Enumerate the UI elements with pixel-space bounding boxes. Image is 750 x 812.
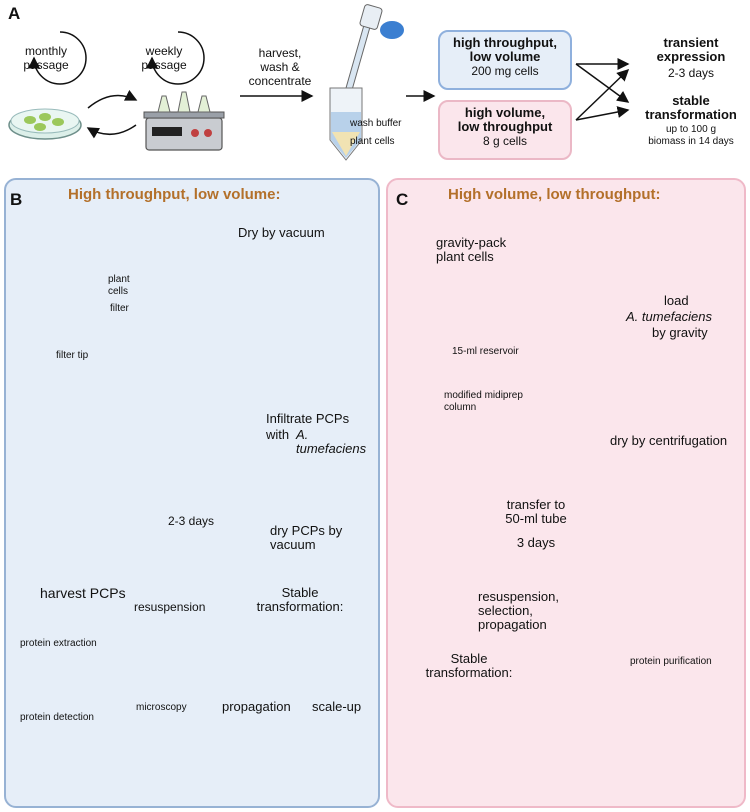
- high-throughput-box: high throughput, low volume 200 mg cells: [438, 30, 572, 90]
- midiprep-label: modified midiprep column: [444, 390, 523, 413]
- scale-up-label: scale-up: [312, 699, 362, 714]
- weekly-passage-label: weekly passage: [141, 44, 187, 72]
- high-volume-box: high volume, low throughput 8 g cells: [438, 100, 572, 160]
- high-volume-title: high volume, low throughput: [457, 105, 553, 134]
- infiltrate-species: A. tumefaciens: [296, 427, 367, 456]
- protein-detection-label: protein detection: [20, 712, 94, 723]
- panel-b-box: [4, 178, 380, 808]
- resuspension-label-b: resuspension: [134, 600, 206, 614]
- monthly-passage-label: monthly passage: [23, 44, 69, 72]
- wash-buffer-label: wash buffer: [350, 118, 402, 129]
- transient-sub: 2-3 days: [667, 66, 715, 80]
- load-species: A. tumefaciens: [626, 309, 712, 324]
- stable-title: stable transformation: [645, 93, 737, 122]
- load-gravity: by gravity: [652, 325, 708, 340]
- panel-b-header: High throughput, low volume:: [68, 186, 281, 203]
- high-throughput-sub: 200 mg cells: [471, 64, 539, 78]
- days-label-b: 2-3 days: [168, 514, 215, 528]
- dry-centrifugation-label: dry by centrifugation: [610, 433, 728, 448]
- harvest-label: harvest, wash & concentrate: [248, 46, 312, 88]
- infiltrate-with: with: [266, 428, 289, 442]
- plant-cells-label: plant cells: [350, 136, 395, 147]
- shaker-icon: [143, 91, 225, 151]
- filter-tip-label: filter tip: [56, 350, 89, 361]
- protein-extraction-label: protein extraction: [20, 638, 97, 649]
- panel-b-label: B: [10, 190, 23, 209]
- days-label-c: 3 days: [516, 535, 556, 550]
- dry-vacuum-label: Dry by vacuum: [238, 225, 325, 240]
- dry-pcps-label: dry PCPs by vacuum: [270, 523, 343, 552]
- filter-label: filter: [110, 303, 129, 314]
- plant-cells-label-b: plant cells: [108, 274, 130, 297]
- stable-label-b: Stable transformation:: [256, 585, 344, 614]
- high-volume-sub: 8 g cells: [482, 134, 528, 148]
- harvest-pcps-label: harvest PCPs: [40, 585, 126, 601]
- panel-c-header: High volume, low throughput:: [448, 186, 661, 203]
- infiltrate-label: Infiltrate PCPs: [266, 411, 350, 426]
- petri-dish-icon: [8, 108, 82, 140]
- weekly-cycle-icon: [146, 31, 205, 85]
- transfer-label: transfer to 50-ml tube: [505, 497, 567, 526]
- load-label: load: [664, 293, 689, 308]
- microscopy-label: microscopy: [136, 702, 187, 713]
- high-throughput-title: high throughput, low volume: [453, 35, 557, 64]
- propagation-label: propagation: [222, 699, 291, 714]
- protein-purification-label: protein purification: [630, 656, 712, 667]
- tube-icon: [329, 87, 363, 161]
- infiltrate-with-text: with: [266, 427, 290, 442]
- resuspension-label-c: resuspension, selection, propagation: [478, 589, 559, 632]
- gravity-pack-label: gravity-pack plant cells: [436, 235, 507, 264]
- stable-label-c: Stable transformation:: [425, 651, 513, 680]
- transient-title: transient expression: [656, 35, 726, 64]
- stable-sub: up to 100 g biomass in 14 days: [648, 124, 734, 147]
- panel-c-label: C: [396, 190, 409, 209]
- panel-c-box: [386, 178, 746, 808]
- reservoir-label: 15-ml reservoir: [452, 346, 519, 357]
- panel-a-label: A: [8, 4, 21, 23]
- pipette-icon: [345, 4, 404, 91]
- monthly-cycle-icon: [28, 31, 87, 85]
